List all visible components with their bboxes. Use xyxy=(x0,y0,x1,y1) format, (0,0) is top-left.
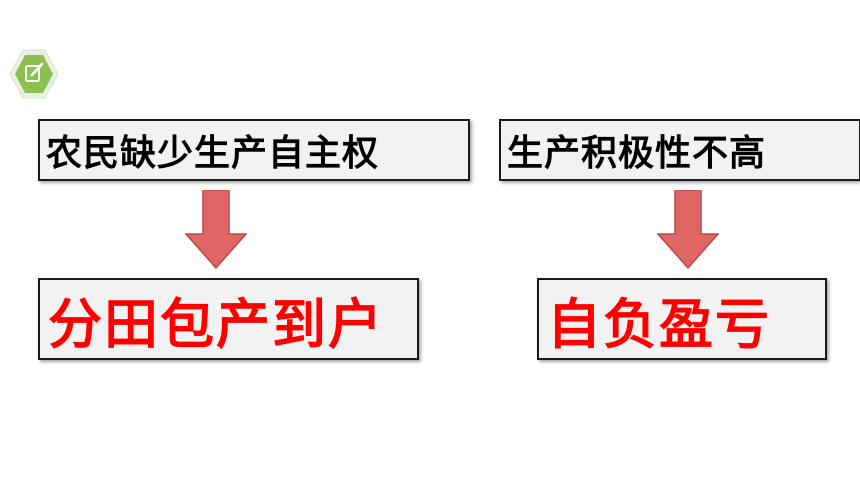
solution-box-right: 自负盈亏 xyxy=(537,278,827,360)
solution-text-left: 分田包产到户 xyxy=(48,292,384,356)
problem-box-right: 生产积极性不高 xyxy=(499,119,860,181)
solution-text-right: 自负盈亏 xyxy=(547,292,771,356)
problem-box-left: 农民缺少生产自主权 xyxy=(38,119,470,181)
problem-text-left: 农民缺少生产自主权 xyxy=(46,133,380,174)
down-arrow-left xyxy=(184,190,248,270)
solution-box-left: 分田包产到户 xyxy=(38,278,419,360)
problem-text-right: 生产积极性不高 xyxy=(507,133,767,174)
edit-badge xyxy=(8,48,60,100)
edit-icon xyxy=(9,49,59,99)
down-arrow-right xyxy=(656,190,720,270)
